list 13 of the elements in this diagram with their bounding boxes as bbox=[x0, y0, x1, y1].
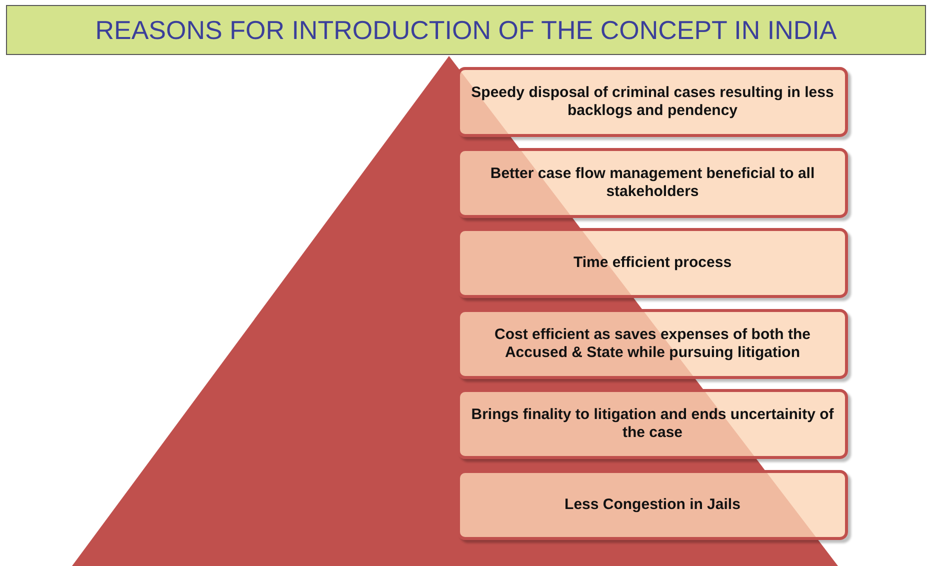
reason-text: Brings finality to litigation and ends uncertainity of the case bbox=[470, 406, 835, 442]
reason-text: Cost efficient as saves expenses of both the Accused & State while pursuing litigation bbox=[494, 326, 812, 362]
reason-text: Less Congestion in Jails bbox=[564, 496, 740, 514]
reason-box bbox=[457, 228, 848, 298]
reason-text: Time efficient process bbox=[573, 254, 732, 272]
title-banner: REASONS FOR INTRODUCTION OF THE CONCEPT IN INDIA bbox=[6, 5, 926, 55]
reason-box bbox=[457, 309, 848, 379]
reason-box bbox=[457, 67, 848, 137]
reason-box bbox=[457, 389, 848, 459]
reason-text: Better case flow management beneficial to all stakeholders bbox=[489, 165, 816, 201]
reason-text: Speedy disposal of criminal cases resulting in less backlogs and pendency bbox=[470, 84, 835, 120]
reason-box bbox=[457, 470, 848, 540]
reason-box bbox=[457, 148, 848, 218]
